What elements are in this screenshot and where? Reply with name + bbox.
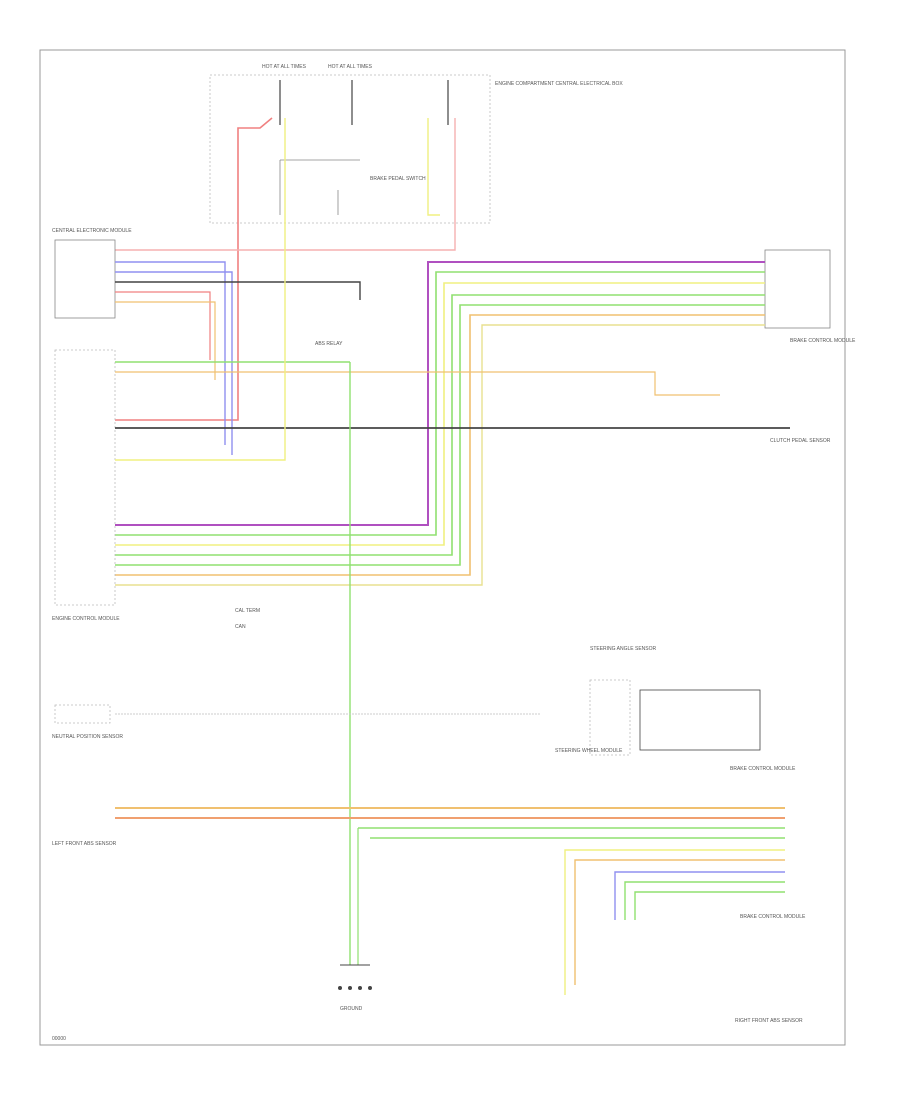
left-top-module-label: CENTRAL ELECTRONIC MODULE: [52, 228, 132, 234]
wire-green-1: [115, 271, 765, 536]
left-top-module-box: [54, 239, 116, 319]
wire-orange-1: [115, 301, 216, 380]
top-right-box-label: ENGINE COMPARTMENT CENTRAL ELECTRICAL BO…: [495, 81, 623, 87]
wire-abs-blue: [614, 871, 785, 920]
relay-label: ABS RELAY: [315, 341, 343, 347]
wire-red: [115, 117, 273, 421]
footer-code: 00000: [52, 1036, 66, 1042]
wire-abs-green-4: [634, 891, 785, 920]
wire-dark-1: [115, 281, 361, 300]
wire-purple: [115, 261, 765, 526]
legend-2: CAN: [235, 624, 246, 630]
left-mid-module-box: [54, 349, 116, 606]
wire-orange-3: [115, 371, 720, 396]
clutch-pedal-label: CLUTCH PEDAL SENSOR: [770, 438, 831, 444]
ground-label: GROUND: [340, 1006, 363, 1012]
ground-icon: [338, 986, 372, 990]
left-abs-label: LEFT FRONT ABS SENSOR: [52, 841, 117, 847]
right-abs-label-1: BRAKE CONTROL MODULE: [740, 914, 806, 920]
wire-yellow-top: [427, 118, 440, 216]
wire-orange-2: [115, 314, 765, 576]
wire-green-2: [115, 294, 765, 556]
wire-green-3: [115, 304, 765, 566]
wire-blue-2: [115, 271, 233, 455]
left-mid-module-label: ENGINE CONTROL MODULE: [52, 616, 120, 622]
wire-pink-top: [115, 118, 456, 251]
steering-connector: [639, 689, 761, 751]
neutral-sensor-label: NEUTRAL POSITION SENSOR: [52, 734, 123, 740]
fuse-label-1: HOT AT ALL TIMES: [262, 64, 307, 70]
brake-pedal-switch-label: BRAKE PEDAL SWITCH: [370, 176, 426, 182]
steering-wheel-label: STEERING WHEEL MODULE: [555, 748, 623, 754]
wire-lyellow: [115, 324, 765, 586]
wire-abs-yellow: [564, 849, 785, 995]
wire-blue-1: [115, 261, 226, 445]
fuse-label-2: HOT AT ALL TIMES: [328, 64, 373, 70]
steering-sensor-label: STEERING ANGLE SENSOR: [590, 646, 657, 652]
right-abs-label-2: RIGHT FRONT ABS SENSOR: [735, 1018, 803, 1024]
fuse-box-outline: [209, 74, 491, 224]
diagram-border: [39, 49, 846, 1046]
wire-yellow-3: [115, 118, 286, 461]
wire-abs-green-3: [624, 881, 785, 920]
right-top-module-box: [764, 249, 831, 329]
wire-yellow-2: [115, 282, 765, 546]
right-top-module-label: BRAKE CONTROL MODULE: [790, 338, 856, 344]
brake-module-lower-label: BRAKE CONTROL MODULE: [730, 766, 796, 772]
wire-abs-orange-3: [574, 859, 785, 985]
wire-red-2: [115, 291, 211, 360]
steering-sensor-box: [589, 679, 631, 756]
neutral-sensor-box: [54, 704, 111, 724]
legend-1: CAL TERM: [235, 608, 260, 614]
